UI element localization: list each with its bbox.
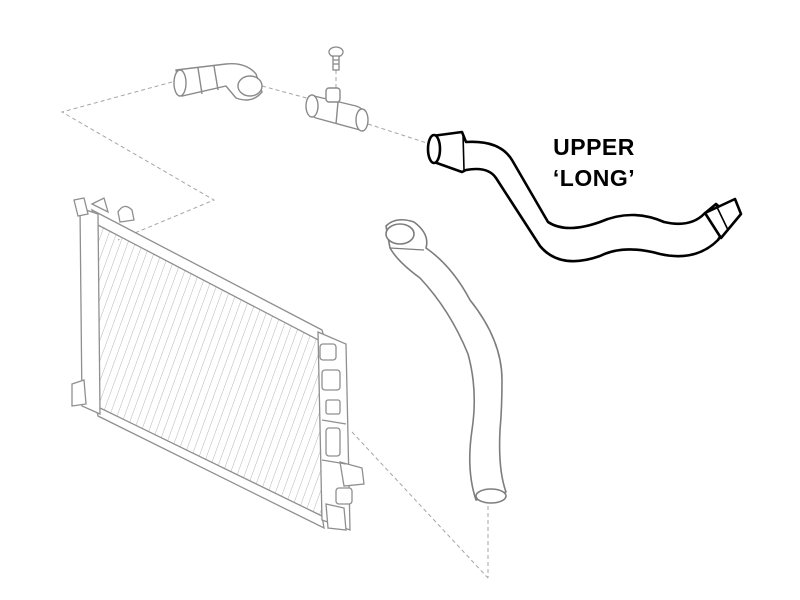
- leader-line-connector-to-upper-hose: [367, 123, 431, 145]
- lower-hose: [385, 218, 507, 504]
- callout-line-upper: UPPER: [553, 134, 635, 160]
- leader-line-elbow-to-connector: [261, 85, 315, 101]
- radiator-core: [95, 216, 323, 522]
- upper-long-hose: [426, 130, 743, 263]
- leader-line-radiator-lower: [351, 431, 489, 579]
- short-elbow-hose: [173, 63, 263, 101]
- callout-line-long: ‘LONG’: [552, 165, 636, 191]
- bleed-screw: [328, 46, 344, 71]
- hose-connector: [305, 87, 369, 132]
- upper-long-hose-label: UPPER ‘LONG’: [524, 132, 664, 194]
- radiator: [71, 197, 365, 531]
- leader-line-radiator-to-elbow: [60, 81, 216, 241]
